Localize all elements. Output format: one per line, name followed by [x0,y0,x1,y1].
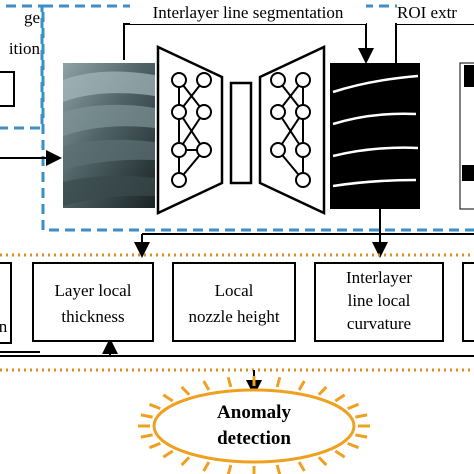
segmentation-bracket-line [123,23,374,64]
segmentation-title: Interlayer line segmentation [130,2,366,24]
burst-ray [202,461,211,472]
thickness-label-line1: Layer local [54,281,132,300]
burst-ray [148,441,161,450]
segmentation-dashed-frame [41,4,474,232]
burst-ray [180,385,191,396]
neural-encoder-icon [156,45,224,215]
burst-ray [162,449,174,459]
feature-box-partial-right [462,262,474,342]
feature-box-curvature: Interlayer line local curvature [314,262,444,342]
curvature-label-line3: curvature [346,314,412,333]
burst-ray [226,464,233,474]
neural-decoder-icon [258,45,326,215]
burst-ray [334,449,346,459]
thickness-label-line2: thickness [61,307,125,326]
acquisition-label-line2: ition [8,39,40,58]
acquisition-label-line1: ge [23,8,40,27]
latent-bottleneck [229,81,253,185]
roi-image-partial [459,62,474,210]
acquisition-box-partial [0,71,15,107]
nozzle-label-line2: nozzle height [188,307,280,326]
burst-ray [355,433,368,439]
anomaly-ellipse [152,388,356,464]
burst-ray [226,376,233,388]
anomaly-label-line2: detection [217,428,291,449]
nozzle-label-line1: Local [214,281,254,300]
burst-ray [347,441,360,450]
curvature-label-line2: line local [347,291,411,310]
printed-layers-photo [63,63,155,208]
burst-ray [140,433,153,439]
roi-bracket-line [395,23,474,66]
feature-label-partial-left: n [0,317,8,336]
sun-burst-icon [138,376,370,474]
feature-box-nozzle-height: Local nozzle height [172,262,296,342]
burst-ray [180,456,191,467]
roi-title: ROI extr [397,2,474,24]
anomaly-label-line1: Anomaly [217,402,291,423]
burst-ray [317,456,328,467]
feature-box-partial-left: n [0,262,12,344]
burst-ray [317,385,328,396]
burst-ray [202,380,211,391]
burst-ray [140,413,153,419]
segmentation-mask [330,63,420,209]
feature-box-thickness: Layer local thickness [32,262,154,342]
burst-ray [297,380,306,391]
burst-ray [275,464,282,474]
burst-ray [148,402,161,411]
burst-ray [297,461,306,472]
burst-ray [347,402,360,411]
curvature-label-line1: Interlayer [345,268,413,287]
burst-ray [334,393,346,403]
burst-ray [275,376,282,388]
burst-ray [162,393,174,403]
burst-ray [355,413,368,419]
